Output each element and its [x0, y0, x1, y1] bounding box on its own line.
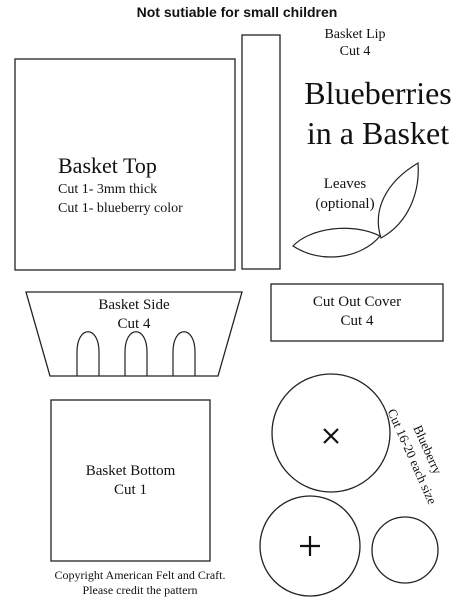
- basket-top-cut-2: Cut 1- blueberry color: [58, 201, 183, 216]
- leaves-name: Leaves: [323, 176, 367, 192]
- cut-out-cover-cut: Cut 4: [340, 313, 374, 329]
- blueberry-large-circle: [271, 373, 391, 493]
- warning-text: Not sutiable for small children: [136, 4, 338, 20]
- basket-lip-shape: [241, 34, 281, 270]
- side-cutout-right: [172, 331, 196, 376]
- basket-lip-label: Basket Lip Cut 4: [295, 26, 415, 60]
- blueberry-medium-circle: [259, 495, 361, 597]
- side-cutout-left: [76, 331, 100, 376]
- basket-side-label: Basket Side Cut 4: [74, 296, 194, 334]
- basket-side-name: Basket Side: [98, 297, 170, 313]
- basket-bottom-cut: Cut 1: [114, 482, 147, 498]
- leaf-lower-shape: [292, 227, 381, 258]
- basket-top-shape: [14, 58, 236, 271]
- page-title: Blueberries in a Basket: [283, 73, 473, 153]
- basket-lip-cut: Cut 4: [339, 44, 371, 59]
- plus-mark-icon: [300, 536, 320, 556]
- leaves-note: (optional): [315, 196, 375, 212]
- cut-out-cover-name: Cut Out Cover: [312, 294, 402, 310]
- basket-lip-name: Basket Lip: [324, 27, 386, 42]
- title-line-1: Blueberries: [304, 75, 452, 111]
- copyright-line: Copyright American Felt and Craft.: [54, 568, 226, 582]
- basket-side-shape: [25, 291, 243, 377]
- leaf-upper-shape: [377, 161, 419, 239]
- copyright-footer: Copyright American Felt and Craft. Pleas…: [30, 568, 250, 598]
- basket-top-label: Basket Top Cut 1- 3mm thick Cut 1- blueb…: [58, 152, 233, 218]
- blueberry-small-circle: [371, 516, 439, 584]
- side-cutout-middle: [124, 331, 148, 376]
- x-mark-icon: [323, 428, 339, 444]
- cut-out-cover-shape: [270, 283, 444, 342]
- basket-bottom-label: Basket Bottom Cut 1: [51, 462, 210, 500]
- credit-line: Please credit the pattern: [82, 583, 198, 597]
- basket-bottom-shape: [50, 399, 211, 562]
- basket-top-name: Basket Top: [58, 153, 157, 178]
- basket-side-cut: Cut 4: [117, 316, 151, 332]
- cut-out-cover-label: Cut Out Cover Cut 4: [271, 293, 443, 331]
- basket-top-cut-1: Cut 1- 3mm thick: [58, 182, 158, 197]
- title-line-2: in a Basket: [306, 115, 450, 151]
- leaves-label: Leaves (optional): [300, 174, 390, 214]
- basket-bottom-name: Basket Bottom: [85, 463, 176, 479]
